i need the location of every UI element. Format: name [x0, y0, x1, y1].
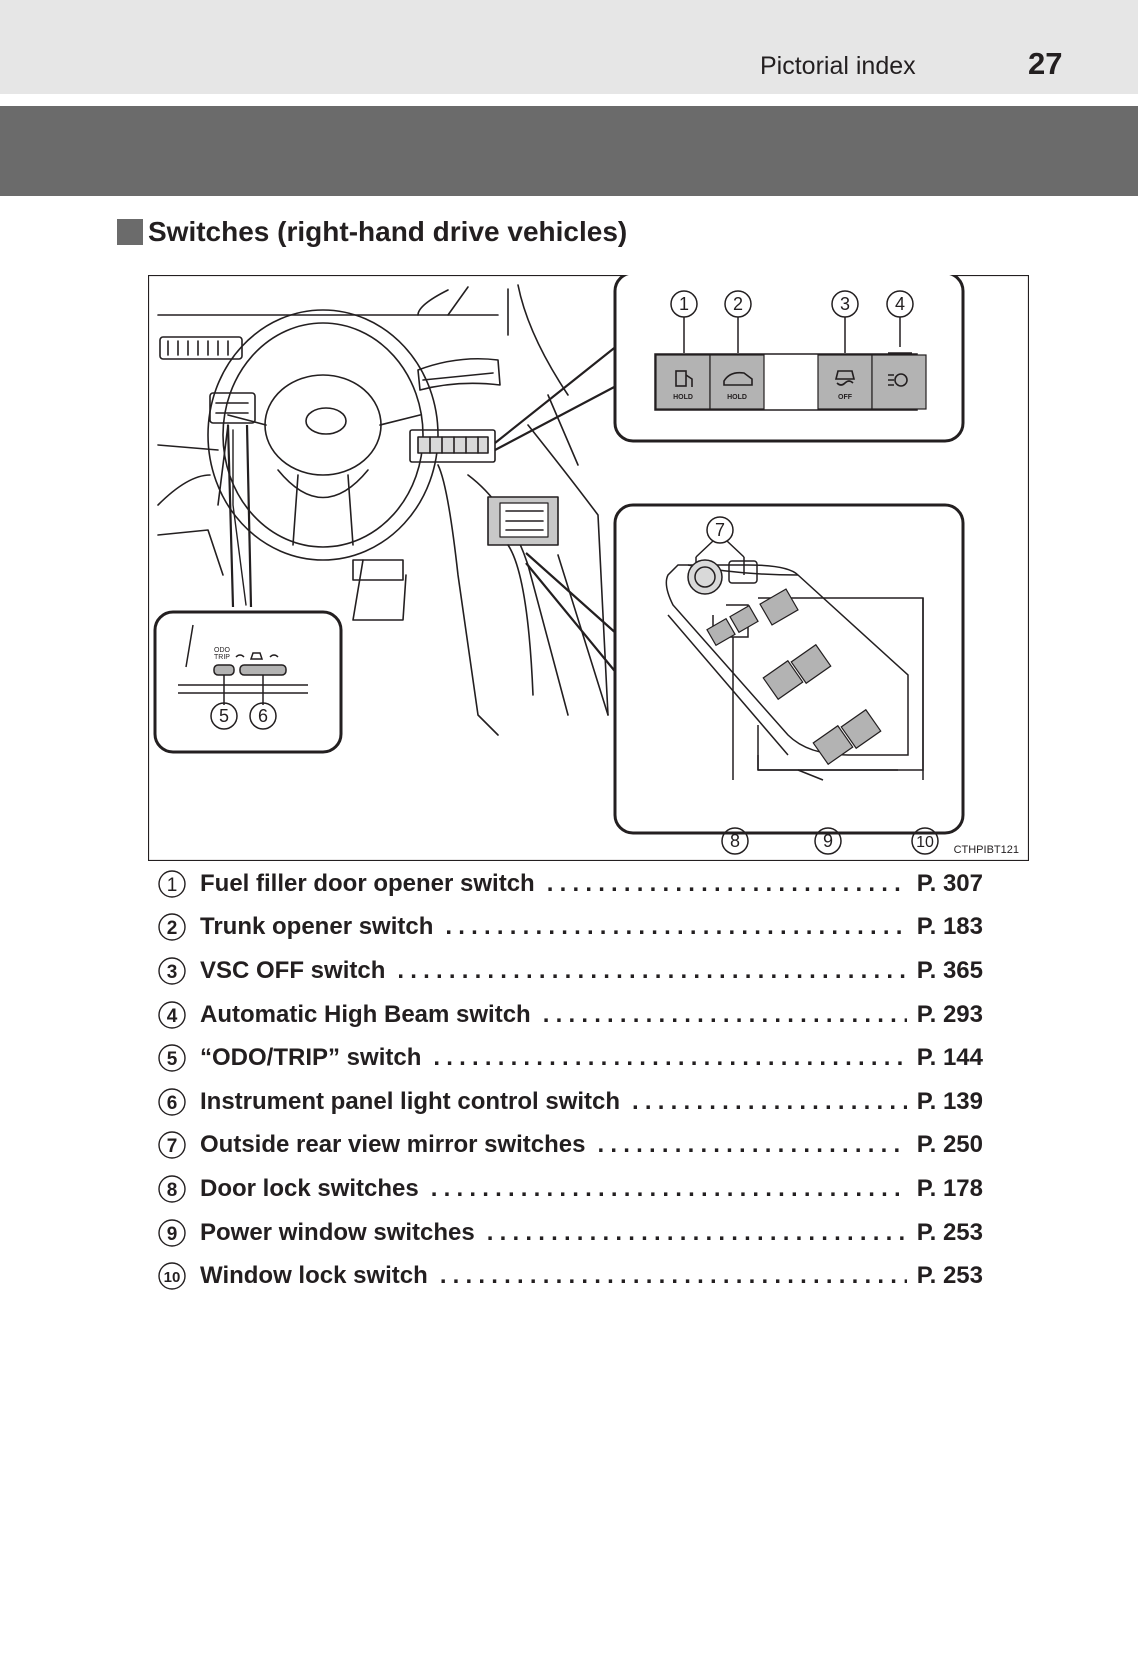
- figure-code: CTHPIBT121: [954, 844, 1019, 856]
- page-reference-link[interactable]: P. 250: [916, 1131, 983, 1159]
- callout-door-switches: 7 8 9 10: [613, 503, 965, 855]
- svg-text:7: 7: [715, 520, 725, 540]
- svg-text:2: 2: [733, 294, 743, 314]
- page-number: 27: [1028, 46, 1063, 81]
- leader-dots: ........................................…: [445, 913, 906, 941]
- svg-text:6: 6: [258, 706, 268, 726]
- number-badge-icon: 3: [158, 957, 186, 985]
- svg-text:1: 1: [679, 294, 689, 314]
- number-badge-icon: 2: [158, 913, 186, 942]
- leader-dots: ........................................…: [397, 956, 906, 984]
- hold-label-fuel: HOLD: [673, 394, 693, 401]
- section-title: Switches (right-hand drive vehicles): [148, 216, 628, 247]
- svg-text:2: 2: [167, 918, 178, 939]
- page-reference-link[interactable]: P. 365: [916, 956, 983, 984]
- list-item: 3 VSC OFF switch .......................…: [158, 949, 983, 993]
- item-label: Trunk opener switch: [200, 913, 434, 941]
- item-label: Power window switches: [200, 1218, 475, 1246]
- off-label-vsc: OFF: [838, 394, 853, 401]
- item-label: Automatic High Beam switch: [200, 1000, 531, 1028]
- header-divider: [0, 94, 1142, 106]
- hold-label-trunk: HOLD: [727, 394, 747, 401]
- list-item: 10 Window lock switch ..................…: [158, 1254, 983, 1298]
- svg-text:3: 3: [167, 962, 178, 983]
- item-label: VSC OFF switch: [200, 956, 386, 984]
- section-marker-icon: [117, 219, 143, 245]
- switches-illustration: 1 2 3 4 HOLD HOLD OFF: [148, 275, 1029, 861]
- svg-text:10: 10: [164, 1269, 181, 1286]
- number-badge-icon: 9: [158, 1218, 186, 1247]
- leader-dots: ........................................…: [430, 1174, 907, 1202]
- header-band: [0, 0, 1142, 94]
- svg-text:8: 8: [167, 1180, 178, 1201]
- number-badge-icon: 7: [158, 1131, 186, 1160]
- number-badge-icon: 10: [158, 1262, 186, 1290]
- item-label: Fuel filler door opener switch: [200, 869, 535, 897]
- leader-dots: ........................................…: [433, 1044, 906, 1072]
- list-item: 5 “ODO/TRIP” switch ....................…: [158, 1036, 983, 1080]
- dark-band: [0, 106, 1142, 196]
- number-badge-icon: 1: [158, 870, 186, 898]
- list-item: 6 Instrument panel light control switch …: [158, 1080, 983, 1124]
- svg-text:3: 3: [840, 294, 850, 314]
- svg-text:5: 5: [219, 706, 229, 726]
- list-item: 8 Door lock switches ...................…: [158, 1167, 983, 1211]
- dashboard-drawing: [157, 284, 609, 736]
- page-reference-link[interactable]: P. 253: [916, 1262, 983, 1290]
- switch-list: 1 Fuel filler door opener switch .......…: [158, 862, 983, 1298]
- svg-text:5: 5: [167, 1049, 178, 1070]
- item-label: “ODO/TRIP” switch: [200, 1044, 422, 1072]
- svg-text:9: 9: [167, 1224, 178, 1245]
- svg-text:10: 10: [916, 834, 934, 851]
- list-item: 1 Fuel filler door opener switch .......…: [158, 862, 983, 906]
- page-reference-link[interactable]: P. 253: [916, 1218, 983, 1246]
- item-label: Window lock switch: [200, 1262, 428, 1290]
- number-badge-icon: 5: [158, 1044, 186, 1072]
- number-badge-icon: 8: [158, 1175, 186, 1203]
- leader-dots: ........................................…: [546, 869, 907, 897]
- leader-dots: ........................................…: [486, 1218, 907, 1246]
- list-item: 4 Automatic High Beam switch ...........…: [158, 993, 983, 1037]
- page-edge-strip: [1138, 0, 1142, 196]
- svg-text:4: 4: [895, 294, 905, 314]
- odo-label: ODO: [214, 647, 231, 654]
- leader-dots: ........................................…: [597, 1131, 907, 1159]
- page-reference-link[interactable]: P. 178: [916, 1174, 983, 1202]
- svg-text:4: 4: [167, 1006, 178, 1027]
- item-label: Outside rear view mirror switches: [200, 1131, 586, 1159]
- svg-text:6: 6: [167, 1093, 178, 1114]
- page-reference-link[interactable]: P. 144: [916, 1044, 983, 1072]
- svg-text:9: 9: [823, 831, 833, 851]
- leader-dots: ........................................…: [542, 1000, 907, 1028]
- callout-leaders: [226, 344, 619, 676]
- number-badge-icon: 6: [158, 1088, 186, 1116]
- list-item: 2 Trunk opener switch ..................…: [158, 906, 983, 950]
- trip-label: TRIP: [214, 654, 230, 661]
- page-reference-link[interactable]: P. 139: [916, 1087, 983, 1115]
- number-badge-icon: 4: [158, 1000, 186, 1029]
- list-item: 7 Outside rear view mirror switches ....…: [158, 1124, 983, 1168]
- callout-top-switches: 1 2 3 4 HOLD HOLD OFF: [613, 275, 965, 443]
- callout-odo-switches: ODO TRIP 5 6: [153, 610, 343, 754]
- svg-text:1: 1: [167, 875, 178, 896]
- running-header: Pictorial index: [760, 52, 916, 80]
- page-reference-link[interactable]: P. 293: [916, 1000, 983, 1028]
- leader-dots: ........................................…: [439, 1262, 907, 1290]
- list-item: 9 Power window switches ................…: [158, 1211, 983, 1255]
- page-reference-link[interactable]: P. 183: [916, 913, 983, 941]
- leader-dots: ........................................…: [632, 1087, 907, 1115]
- item-label: Instrument panel light control switch: [200, 1087, 621, 1115]
- item-label: Door lock switches: [200, 1174, 419, 1202]
- svg-text:8: 8: [730, 831, 740, 851]
- page-reference-link[interactable]: P. 307: [916, 869, 983, 897]
- svg-text:7: 7: [167, 1136, 178, 1157]
